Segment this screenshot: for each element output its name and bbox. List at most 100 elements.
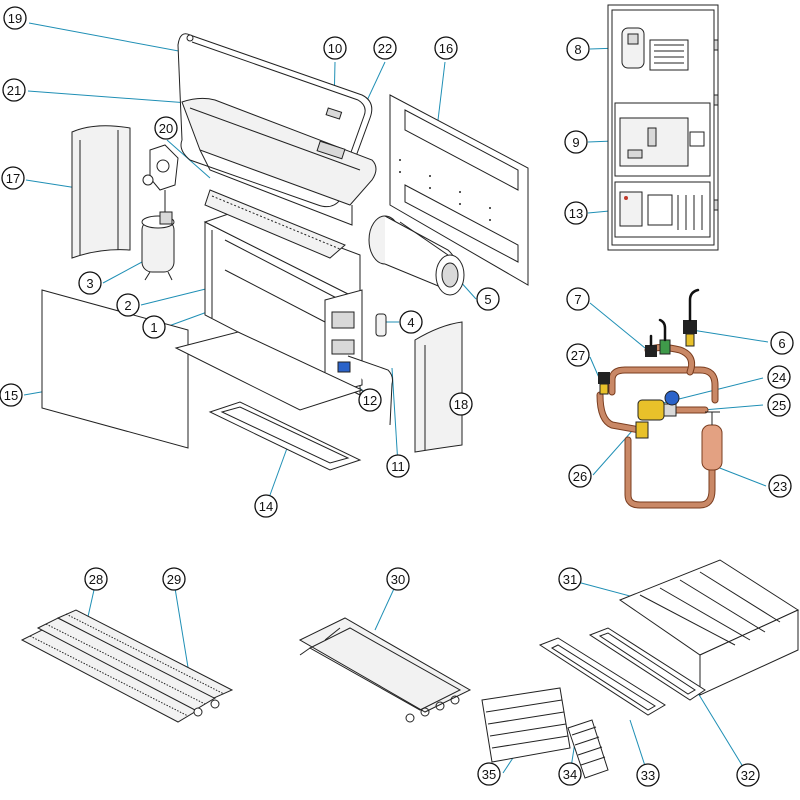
callout-number: 24 bbox=[772, 370, 786, 385]
callout-14: 14 bbox=[254, 494, 278, 518]
callout-circle bbox=[566, 343, 590, 367]
callout-number: 1 bbox=[150, 320, 157, 335]
callout-19: 19 bbox=[3, 6, 27, 30]
callout-circle bbox=[373, 36, 397, 60]
callout-circle bbox=[254, 494, 278, 518]
bottom-grille-part-14 bbox=[208, 401, 362, 471]
callout-number: 16 bbox=[439, 41, 453, 56]
display-board-part-22 bbox=[316, 140, 346, 160]
callout-number: 27 bbox=[571, 348, 585, 363]
callout-number: 31 bbox=[563, 572, 577, 587]
callout-17: 17 bbox=[1, 166, 25, 190]
callout-34: 34 bbox=[558, 762, 582, 786]
callout-21: 21 bbox=[2, 78, 26, 102]
callout-circle bbox=[162, 567, 186, 591]
callout-24: 24 bbox=[767, 365, 791, 389]
callout-circle bbox=[78, 271, 102, 295]
callout-circle bbox=[564, 130, 588, 154]
callout-circle bbox=[399, 310, 423, 334]
callout-number: 20 bbox=[159, 121, 173, 136]
callout-13: 13 bbox=[564, 201, 588, 225]
callout-20: 20 bbox=[154, 116, 178, 140]
transformer-part-8 bbox=[621, 27, 689, 71]
callout-number: 29 bbox=[167, 572, 181, 587]
callout-number: 34 bbox=[563, 767, 577, 782]
callout-9: 9 bbox=[564, 130, 588, 154]
callout-circle bbox=[2, 78, 26, 102]
callout-circle bbox=[358, 388, 382, 412]
callout-26: 26 bbox=[568, 464, 592, 488]
control-board-part-9 bbox=[619, 117, 705, 167]
callout-6: 6 bbox=[770, 331, 794, 355]
callout-circle bbox=[477, 762, 501, 786]
callout-circle bbox=[767, 365, 791, 389]
button-part-10 bbox=[325, 107, 343, 120]
callout-number: 22 bbox=[378, 41, 392, 56]
callout-number: 3 bbox=[86, 276, 93, 291]
callout-circle bbox=[154, 116, 178, 140]
back-panel-part-16 bbox=[389, 94, 529, 286]
callout-1: 1 bbox=[142, 315, 166, 339]
callout-circle bbox=[566, 37, 590, 61]
louver-part-34 bbox=[567, 719, 609, 779]
callout-number: 13 bbox=[569, 206, 583, 221]
callout-number: 12 bbox=[363, 393, 377, 408]
pressure-switch-part-7 bbox=[645, 318, 671, 357]
callout-27: 27 bbox=[566, 343, 590, 367]
callout-18: 18 bbox=[449, 392, 473, 416]
callout-29: 29 bbox=[162, 567, 186, 591]
callout-number: 17 bbox=[6, 171, 20, 186]
callout-number: 2 bbox=[124, 298, 131, 313]
callout-11: 11 bbox=[386, 454, 410, 478]
callout-number: 30 bbox=[391, 572, 405, 587]
callout-circle bbox=[767, 393, 791, 417]
contactor-part-13 bbox=[619, 191, 703, 230]
callout-number: 8 bbox=[574, 42, 581, 57]
callout-circle bbox=[142, 315, 166, 339]
callout-number: 33 bbox=[641, 768, 655, 783]
callout-31: 31 bbox=[558, 567, 582, 591]
frame-part-33 bbox=[538, 637, 666, 716]
callout-10: 10 bbox=[323, 36, 347, 60]
control-box-part-12 bbox=[324, 289, 363, 396]
callout-circle bbox=[476, 287, 500, 311]
callout-7: 7 bbox=[566, 287, 590, 311]
callout-circle bbox=[323, 36, 347, 60]
callout-circle bbox=[434, 36, 458, 60]
callout-number: 4 bbox=[407, 315, 414, 330]
callout-circle bbox=[116, 293, 140, 317]
callout-16: 16 bbox=[434, 36, 458, 60]
callout-circle bbox=[568, 464, 592, 488]
callout-28: 28 bbox=[84, 567, 108, 591]
filter-drier-part-4 bbox=[375, 313, 387, 337]
callout-number: 19 bbox=[8, 11, 22, 26]
piping-assembly-part-20 bbox=[142, 144, 179, 212]
heater-part-29 bbox=[56, 609, 234, 717]
refrigerant-circuit bbox=[596, 344, 719, 509]
callout-4: 4 bbox=[399, 310, 423, 334]
callout-number: 6 bbox=[778, 336, 785, 351]
callout-circle bbox=[0, 383, 23, 407]
air-filter-part-31 bbox=[618, 559, 800, 696]
callout-circle bbox=[770, 331, 794, 355]
callout-number: 7 bbox=[574, 292, 581, 307]
valve-part-27 bbox=[598, 372, 610, 395]
valve-part-26 bbox=[635, 421, 649, 439]
top-grille-part-21 bbox=[181, 97, 377, 226]
fan-assembly-part-5 bbox=[368, 215, 465, 296]
louver-part-35 bbox=[481, 687, 571, 763]
compressor-part-3 bbox=[141, 211, 175, 281]
callout-25: 25 bbox=[767, 393, 791, 417]
callout-number: 21 bbox=[7, 83, 21, 98]
accumulator-part-23 bbox=[701, 411, 723, 471]
callout-23: 23 bbox=[768, 474, 792, 498]
callout-5: 5 bbox=[476, 287, 500, 311]
callout-circle bbox=[449, 392, 473, 416]
callout-number: 9 bbox=[572, 135, 579, 150]
callout-12: 12 bbox=[358, 388, 382, 412]
callout-circle bbox=[564, 201, 588, 225]
callout-15: 15 bbox=[0, 383, 23, 407]
filter-frame-part-32 bbox=[588, 627, 706, 701]
